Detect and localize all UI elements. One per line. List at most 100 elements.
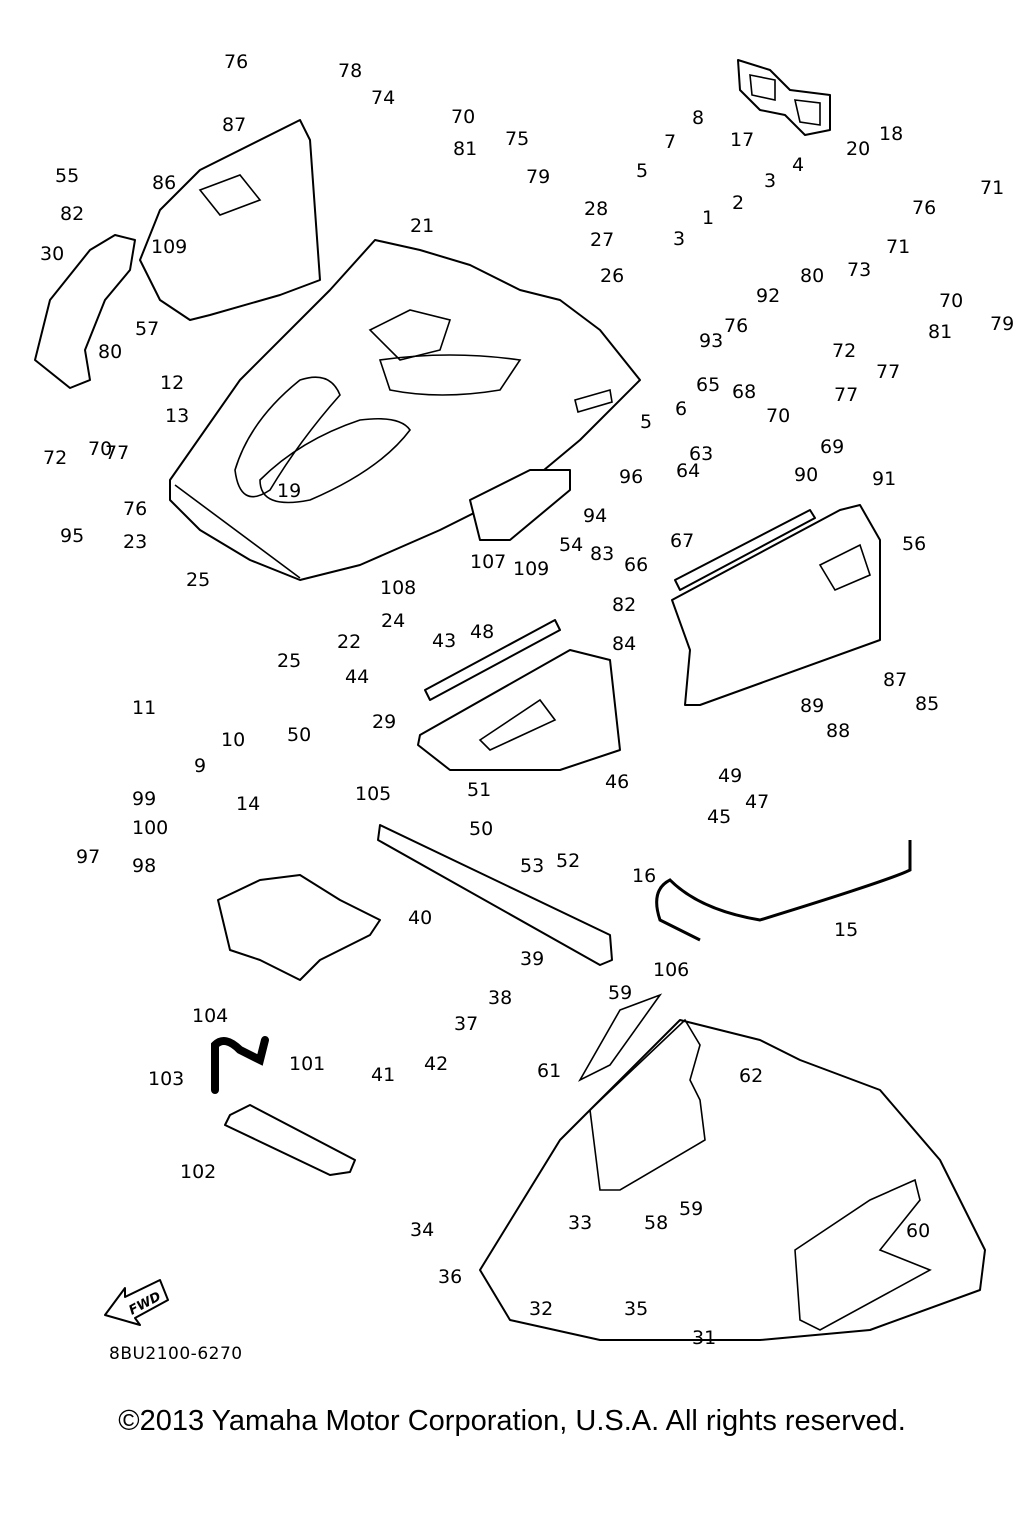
callout-56: 56 — [902, 533, 926, 555]
callout-64: 64 — [676, 460, 700, 482]
callout-99: 99 — [132, 788, 156, 810]
callout-49: 49 — [718, 765, 742, 787]
callout-77: 77 — [834, 384, 858, 406]
callout-46: 46 — [605, 771, 629, 793]
callout-12: 12 — [160, 372, 184, 394]
callout-77: 77 — [105, 442, 129, 464]
callout-107: 107 — [470, 551, 506, 573]
tray-94 — [469, 469, 571, 541]
callout-85: 85 — [915, 693, 939, 715]
callout-40: 40 — [408, 907, 432, 929]
callout-8: 8 — [692, 107, 704, 129]
callout-95: 95 — [60, 525, 84, 547]
callout-97: 97 — [76, 846, 100, 868]
callout-31: 31 — [692, 1327, 716, 1349]
callout-87: 87 — [883, 669, 907, 691]
callout-88: 88 — [826, 720, 850, 742]
callout-60: 60 — [906, 1220, 930, 1242]
callout-54: 54 — [559, 534, 583, 556]
callout-92: 92 — [756, 285, 780, 307]
callout-39: 39 — [520, 948, 544, 970]
callout-23: 23 — [123, 531, 147, 553]
callout-43: 43 — [432, 630, 456, 652]
forward-arrow: FWD — [104, 1279, 169, 1326]
callout-19: 19 — [277, 480, 301, 502]
callout-6: 6 — [675, 398, 687, 420]
lower-cowl-61 — [479, 993, 986, 1341]
callout-86: 86 — [152, 172, 176, 194]
callout-82: 82 — [60, 203, 84, 225]
callout-13: 13 — [165, 405, 189, 427]
callout-66: 66 — [624, 554, 648, 576]
callout-29: 29 — [372, 711, 396, 733]
callout-94: 94 — [583, 505, 607, 527]
callout-47: 47 — [745, 791, 769, 813]
callout-106: 106 — [653, 959, 689, 981]
callout-81: 81 — [453, 138, 477, 160]
callout-100: 100 — [132, 817, 168, 839]
callout-35: 35 — [624, 1298, 648, 1320]
callout-42: 42 — [424, 1053, 448, 1075]
cowl-56 — [671, 504, 881, 706]
callout-70: 70 — [451, 106, 475, 128]
callout-89: 89 — [800, 695, 824, 717]
bracket-57 — [139, 119, 321, 321]
callout-71: 71 — [980, 177, 1004, 199]
callout-93: 93 — [699, 330, 723, 352]
callout-67: 67 — [670, 530, 694, 552]
callout-79: 79 — [526, 166, 550, 188]
callout-25: 25 — [186, 569, 210, 591]
callout-80: 80 — [98, 341, 122, 363]
callout-70: 70 — [766, 405, 790, 427]
callout-109: 109 — [151, 236, 187, 258]
callout-37: 37 — [454, 1013, 478, 1035]
callout-62: 62 — [739, 1065, 763, 1087]
callout-4: 4 — [792, 154, 804, 176]
callout-73: 73 — [847, 259, 871, 281]
callout-25: 25 — [277, 650, 301, 672]
callout-33: 33 — [568, 1212, 592, 1234]
callout-58: 58 — [644, 1212, 668, 1234]
callout-75: 75 — [505, 128, 529, 150]
callout-91: 91 — [872, 468, 896, 490]
callout-44: 44 — [345, 666, 369, 688]
callout-90: 90 — [794, 464, 818, 486]
callout-53: 53 — [520, 855, 544, 877]
callout-79: 79 — [990, 313, 1014, 335]
callout-41: 41 — [371, 1064, 395, 1086]
callout-77: 77 — [876, 361, 900, 383]
callout-57: 57 — [135, 318, 159, 340]
callout-26: 26 — [600, 265, 624, 287]
plate-102 — [224, 1104, 356, 1176]
callout-78: 78 — [338, 60, 362, 82]
callout-5: 5 — [636, 160, 648, 182]
callout-61: 61 — [537, 1060, 561, 1082]
frame-30 — [34, 234, 136, 389]
callout-72: 72 — [832, 340, 856, 362]
callout-71: 71 — [886, 236, 910, 258]
callout-10: 10 — [221, 729, 245, 751]
callout-22: 22 — [337, 631, 361, 653]
callout-103: 103 — [148, 1068, 184, 1090]
callout-101: 101 — [289, 1053, 325, 1075]
callout-65: 65 — [696, 374, 720, 396]
copyright-notice: ©2013 Yamaha Motor Corporation, U.S.A. A… — [118, 1405, 906, 1437]
panel-29 — [417, 619, 621, 771]
rod-105 — [377, 824, 613, 966]
hose-103 — [211, 1036, 269, 1094]
cable-15 — [655, 840, 912, 942]
callout-34: 34 — [410, 1219, 434, 1241]
callout-81: 81 — [928, 321, 952, 343]
callout-105: 105 — [355, 783, 391, 805]
callout-50: 50 — [469, 818, 493, 840]
callout-28: 28 — [584, 198, 608, 220]
callout-5: 5 — [640, 411, 652, 433]
callout-84: 84 — [612, 633, 636, 655]
handle-17 — [737, 59, 831, 136]
hood-assembly — [169, 239, 641, 581]
callout-63: 63 — [689, 443, 713, 465]
callout-9: 9 — [194, 755, 206, 777]
callout-16: 16 — [632, 865, 656, 887]
